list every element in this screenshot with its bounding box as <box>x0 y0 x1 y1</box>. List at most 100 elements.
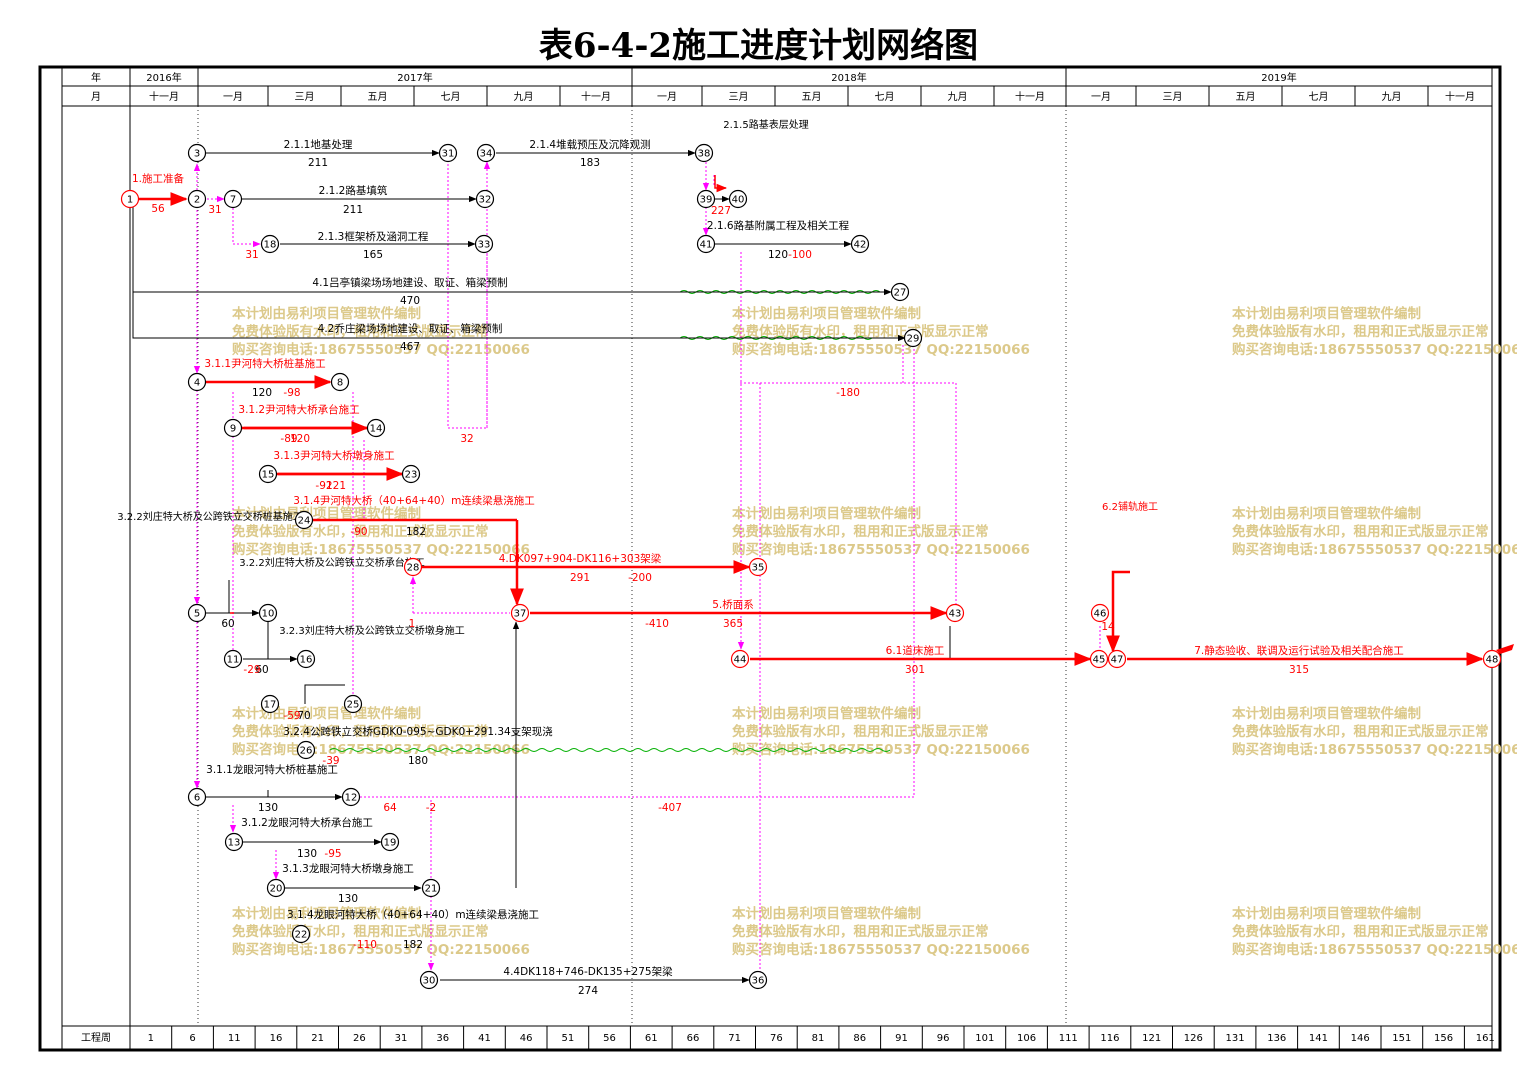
node-label-2: 2 <box>194 195 200 206</box>
node-label-12: 12 <box>345 793 358 804</box>
dur-b312: 130 <box>297 848 317 860</box>
label-b313: 3.1.3龙眼河特大桥墩身施工 <box>282 862 414 875</box>
watermark-text: 购买咨询电话:18675550537 QQ:22150066 <box>732 541 1030 558</box>
label-a322b: 3.2.2刘庄特大桥及公跨铁立交桥承台施工 <box>239 556 424 569</box>
dur-a314: 182 <box>406 526 426 538</box>
node-label-19: 19 <box>384 838 397 849</box>
watermark-text: 购买咨询电话:18675550537 QQ:22150066 <box>232 341 530 358</box>
label-a211: 2.1.1地基处理 <box>284 138 353 151</box>
node-41 <box>696 234 716 254</box>
node-10 <box>258 603 278 623</box>
node-label-21: 21 <box>425 884 438 895</box>
node-16 <box>296 649 316 669</box>
label-a215: 2.1.5路基表层处理 <box>723 118 808 131</box>
watermark-text: 购买咨询电话:18675550537 QQ:22150066 <box>1232 541 1517 558</box>
node-22 <box>291 924 311 944</box>
label-a61: 6.1道床施工 <box>886 644 945 657</box>
node-2 <box>187 189 207 209</box>
node-label-39: 39 <box>700 195 713 206</box>
node-28 <box>403 557 423 577</box>
float-39: -39 <box>322 755 339 767</box>
node-label-46: 46 <box>1094 609 1107 620</box>
watermark-text: 购买咨询电话:18675550537 QQ:22150066 <box>232 541 530 558</box>
label-b312: 3.1.2龙眼河特大桥承台施工 <box>241 816 373 829</box>
dur-a5: 365 <box>723 618 743 630</box>
watermark-text: 本计划由易利项目管理软件编制 <box>1232 305 1421 322</box>
node-label-22: 22 <box>295 930 308 941</box>
month-cell: 九月 <box>948 91 968 103</box>
dur-a216: 120 <box>768 249 788 261</box>
node-38 <box>694 143 714 163</box>
year-cell: 2019年 <box>1261 71 1296 84</box>
label-a313: 3.1.3尹河特大桥墩身施工 <box>273 449 394 462</box>
week-cell: 156 <box>1434 1033 1453 1044</box>
dur-a42: 467 <box>400 341 420 353</box>
node-31 <box>438 143 458 163</box>
dur-a313: 121 <box>326 480 346 492</box>
node-25 <box>343 694 363 714</box>
node-label-32: 32 <box>479 195 492 206</box>
node-label-42: 42 <box>854 240 867 251</box>
watermark-text: 本计划由易利项目管理软件编制 <box>1232 905 1421 922</box>
node-label-36: 36 <box>752 976 765 987</box>
node-8 <box>330 372 350 392</box>
label-a213: 2.1.3框架桥及涵洞工程 <box>318 230 429 243</box>
node-11 <box>223 649 243 669</box>
week-cell: 1 <box>148 1033 154 1044</box>
watermark-text: 本计划由易利项目管理软件编制 <box>1232 705 1421 722</box>
week-cell: 51 <box>561 1033 574 1044</box>
node-label-37: 37 <box>514 609 527 620</box>
year-cell: 2017年 <box>397 71 432 84</box>
watermark-text: 免费体验版有水印，租用和正式版显示正常 <box>732 723 989 740</box>
week-cell: 146 <box>1351 1033 1370 1044</box>
month-cell: 五月 <box>802 91 822 103</box>
node-4 <box>187 372 207 392</box>
week-cell: 126 <box>1184 1033 1203 1044</box>
week-cell: 36 <box>436 1033 449 1044</box>
watermark-text: 购买咨询电话:18675550537 QQ:22150066 <box>232 941 530 958</box>
dur-a41: 470 <box>400 295 420 307</box>
node-label-7: 7 <box>230 195 236 206</box>
week-cell: 161 <box>1476 1033 1495 1044</box>
month-cell: 九月 <box>1382 91 1402 103</box>
node-6 <box>187 787 207 807</box>
node-label-16: 16 <box>300 655 313 666</box>
node-45 <box>1089 649 1109 669</box>
dur-a311: 120 <box>252 387 272 399</box>
float-64: 64 <box>383 802 397 814</box>
node-39 <box>696 189 716 209</box>
node-label-5: 5 <box>194 609 200 620</box>
dur-a1: 56 <box>151 203 165 215</box>
week-cell: 91 <box>895 1033 908 1044</box>
label-b311: 3.1.1龙眼河特大桥桩基施工 <box>206 763 338 776</box>
float-110: -110 <box>353 939 377 951</box>
float-180: -180 <box>836 387 860 399</box>
watermark-text: 免费体验版有水印，租用和正式版显示正常 <box>232 923 489 940</box>
month-cell: 三月 <box>729 91 749 103</box>
dur-a312: 120 <box>290 433 310 445</box>
watermark-text: 本计划由易利项目管理软件编制 <box>232 905 421 922</box>
critical-activity-links <box>139 192 1484 666</box>
float-98: -98 <box>283 387 300 399</box>
week-cell: 16 <box>270 1033 283 1044</box>
watermark-text: 免费体验版有水印，租用和正式版显示正常 <box>232 523 489 540</box>
label-a5: 5.桥面系 <box>712 599 754 611</box>
label-a322: 3.2.2刘庄特大桥及公跨铁立交桥桩基施工 <box>117 510 302 523</box>
label-a323: 3.2.3刘庄特大桥及公跨铁立交桥墩身施工 <box>279 624 464 637</box>
dur-a61: 301 <box>905 664 925 676</box>
node-label-41: 41 <box>700 240 713 251</box>
watermark-text: 免费体验版有水印，租用和正式版显示正常 <box>732 323 989 340</box>
float-407: -407 <box>658 802 682 814</box>
label-a212: 2.1.2路基填筑 <box>319 184 388 197</box>
label-a62: 6.2铺轨施工 <box>1102 500 1158 513</box>
week-cell: 41 <box>478 1033 491 1044</box>
week-cell: 31 <box>395 1033 408 1044</box>
node-label-47: 47 <box>1111 655 1124 666</box>
dur-a211: 211 <box>308 157 328 169</box>
node-label-45: 45 <box>1093 655 1106 666</box>
week-cell: 116 <box>1100 1033 1119 1044</box>
month-cell: 三月 <box>295 91 315 103</box>
float-1: 1 <box>409 618 416 630</box>
node-46 <box>1090 603 1110 623</box>
